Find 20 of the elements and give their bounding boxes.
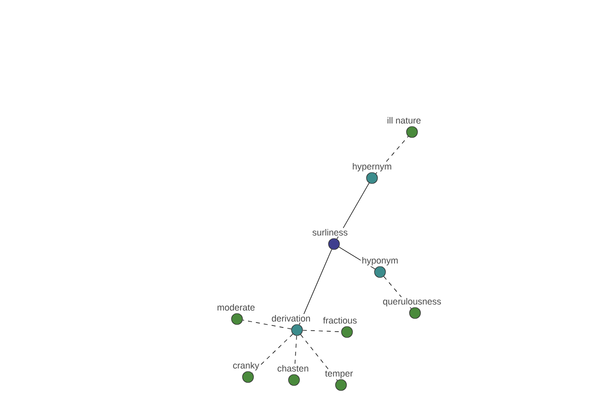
node-label: fractious [323, 317, 357, 324]
node-label: hypernym [352, 163, 392, 172]
node-label: ill nature [388, 117, 421, 124]
node-label: surliness [312, 229, 348, 236]
node-label: moderate [218, 304, 255, 311]
connector-line [338, 246, 376, 270]
connector-line [300, 334, 338, 381]
connector-line [252, 334, 294, 374]
node-label: cranky [233, 362, 260, 370]
node-label: querulousness [383, 298, 441, 306]
connector-line [376, 136, 408, 174]
node-label: temper [325, 370, 353, 378]
connector-line [383, 276, 412, 309]
connector-line [336, 182, 370, 240]
node-label: hyponym [362, 257, 398, 266]
connector-line [242, 320, 292, 330]
node-label: derivation [272, 315, 310, 322]
node-label: chasten [278, 365, 308, 372]
connector-line [302, 330, 342, 332]
connector-line [299, 249, 332, 325]
